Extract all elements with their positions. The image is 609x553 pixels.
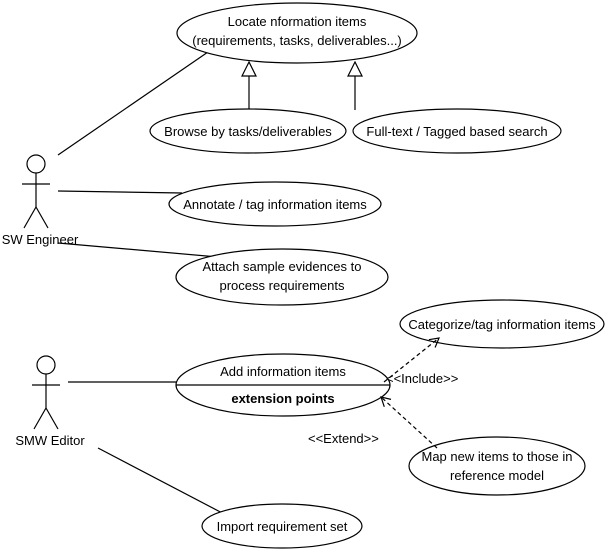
use-case-fulltext-label: Full-text / Tagged based search [366,124,547,139]
actor-sw-engineer-left-leg [23,206,37,229]
actor-smw-editor-left-leg [33,407,47,430]
use-case-locate-line2: (requirements, tasks, deliverables...) [192,33,402,48]
use-case-add-items[interactable]: Add information items extension points [175,353,391,417]
use-case-map-line1: Map new items to those in [421,449,572,464]
use-case-import[interactable]: Import requirement set [201,503,363,549]
actor-sw-engineer-head [26,154,46,174]
use-case-locate-line1: Locate nformation items [228,14,367,29]
association-swe-locate [57,51,209,156]
actor-sw-engineer-right-leg [35,206,49,229]
use-case-categorize-label: Categorize/tag information items [408,317,596,332]
extend-stereotype-label: <<Extend>> [308,431,379,446]
use-case-browse[interactable]: Browse by tasks/deliverables [149,108,347,154]
actor-smw-editor-head [36,355,56,375]
actor-smw-editor[interactable]: SMW Editor [15,355,85,448]
actor-smw-editor-label: SMW Editor [15,433,85,448]
use-case-locate[interactable]: Locate nformation items (requirements, t… [176,2,418,64]
association-swe-attach [57,242,219,258]
use-case-attach-line2: process requirements [220,278,345,293]
association-swe-annotate [57,190,183,194]
extend-dependency [380,396,438,449]
use-case-map[interactable]: Map new items to those in reference mode… [408,436,586,496]
use-case-browse-label: Browse by tasks/deliverables [164,124,332,139]
use-case-import-label: Import requirement set [217,519,348,534]
actor-smw-editor-right-leg [45,407,59,430]
use-case-categorize[interactable]: Categorize/tag information items [399,299,605,349]
use-case-fulltext[interactable]: Full-text / Tagged based search [352,108,562,154]
use-case-annotate[interactable]: Annotate / tag information items [168,181,382,227]
actor-sw-engineer[interactable]: SW Engineer [2,154,79,247]
include-stereotype-label: <<Include>> [386,371,458,386]
use-case-attach-line1: Attach sample evidences to [203,259,362,274]
use-case-add-items-label: Add information items [220,364,346,379]
association-editor-import [97,447,229,517]
generalization-arrowhead-fulltext [347,60,363,77]
use-case-annotate-label: Annotate / tag information items [183,197,367,212]
use-case-map-line2: reference model [450,468,544,483]
extension-points-label: extension points [231,391,334,406]
generalization-arrowhead-browse [241,60,257,77]
include-dependency [383,337,440,383]
actor-sw-engineer-label: SW Engineer [2,232,79,247]
use-case-attach[interactable]: Attach sample evidences to process requi… [175,248,389,306]
